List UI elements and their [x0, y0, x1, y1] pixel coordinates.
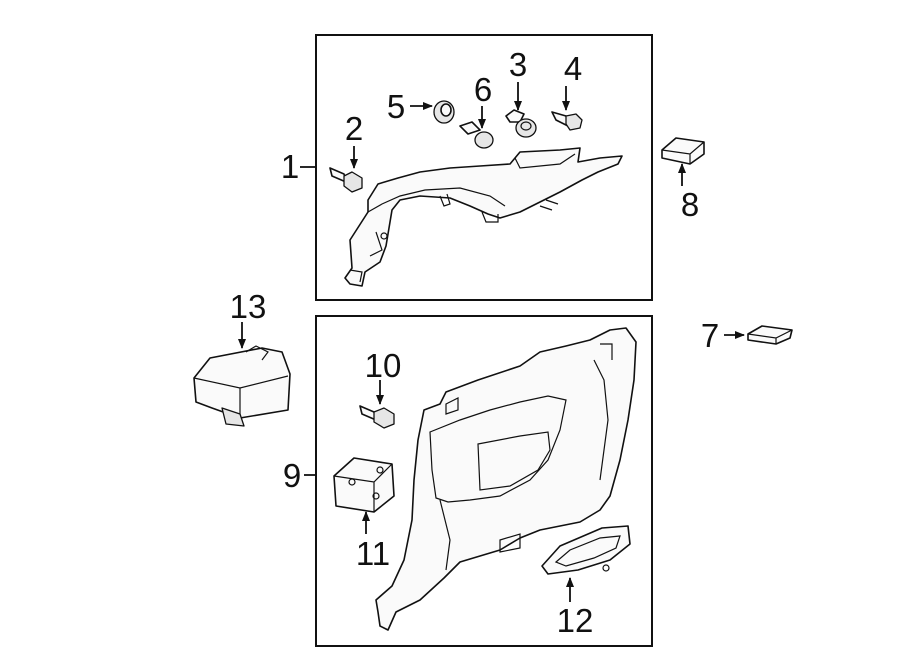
callout-7: 7 — [701, 317, 719, 354]
callout-6: 6 — [474, 71, 492, 108]
clip-part-3 — [505, 109, 537, 138]
bolt-part-10 — [359, 405, 395, 429]
callout-1: 1 — [281, 148, 299, 185]
callout-5: 5 — [387, 88, 405, 125]
pad-part-8 — [661, 137, 705, 165]
pad-part-7 — [747, 325, 793, 345]
callout-13: 13 — [230, 288, 267, 325]
push-clip-part-6 — [459, 121, 494, 149]
callout-4: 4 — [564, 50, 582, 87]
screw-part-4 — [551, 111, 583, 131]
grommet-part-5 — [433, 100, 455, 124]
bolt-part-2 — [329, 167, 363, 193]
callout-2: 2 — [345, 110, 363, 147]
callout-3: 3 — [509, 46, 527, 83]
lower-group-box — [315, 315, 653, 647]
callout-11: 11 — [356, 535, 390, 572]
lower-quarter-trim-panel — [375, 327, 637, 631]
module-part-13 — [193, 345, 291, 427]
block-part-11 — [333, 457, 395, 513]
callout-9: 9 — [283, 457, 301, 494]
callout-12: 12 — [557, 602, 594, 639]
upper-quarter-trim-panel — [344, 147, 623, 287]
handle-bezel-part-12 — [541, 525, 631, 575]
callout-10: 10 — [365, 347, 402, 384]
callout-8: 8 — [681, 186, 699, 223]
